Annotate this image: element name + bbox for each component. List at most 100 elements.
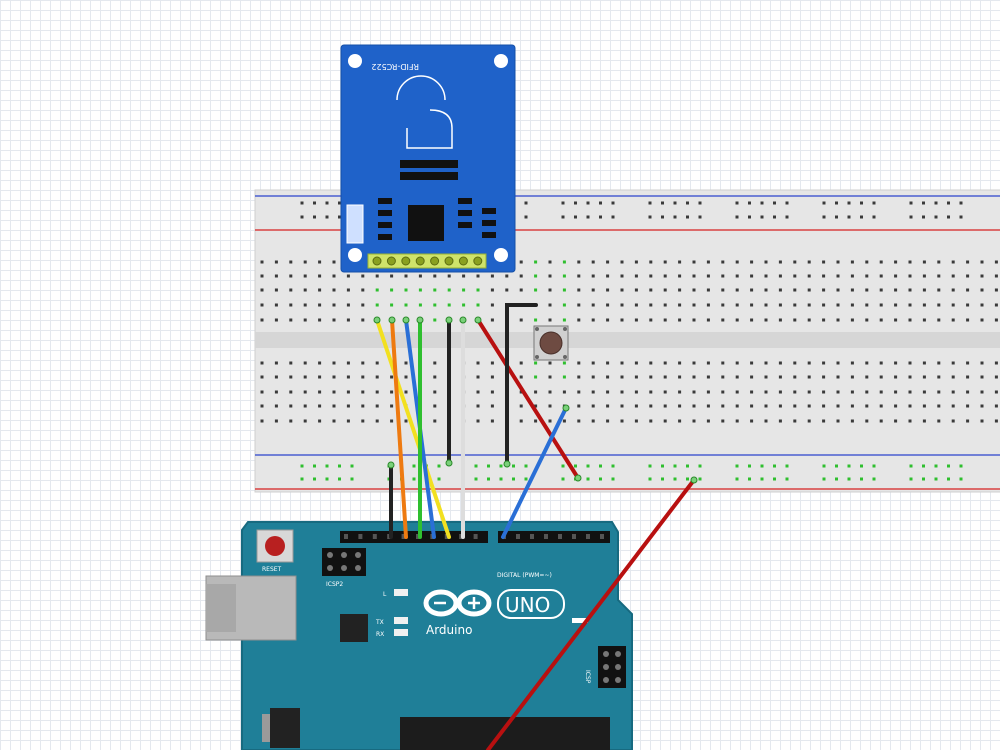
breadboard-hole: [260, 260, 264, 264]
breadboard-hole: [678, 274, 682, 278]
breadboard-hole: [577, 390, 581, 394]
rail-hole: [313, 215, 316, 219]
breadboard-hole: [274, 390, 278, 394]
breadboard-hole: [390, 375, 394, 379]
breadboard-hole: [735, 375, 739, 379]
wires: [375, 303, 696, 750]
wire-blue-button[interactable]: [501, 406, 568, 539]
wire-red-power[interactable]: [486, 478, 696, 750]
breadboard-hole: [750, 375, 754, 379]
breadboard-hole: [951, 390, 955, 394]
breadboard-hole: [462, 303, 466, 307]
breadboard-hole: [390, 303, 394, 307]
breadboard-hole: [289, 288, 293, 292]
icsp2-pin: [327, 565, 333, 571]
rail-hole: [673, 464, 677, 468]
wire-orange-sck[interactable]: [390, 318, 408, 539]
breadboard-hole: [534, 318, 538, 322]
wire-yellow-sda[interactable]: [375, 318, 451, 539]
breadboard-hole: [850, 260, 854, 264]
usb-chip: [340, 614, 368, 642]
breadboard-hole: [289, 375, 293, 379]
breadboard-hole: [879, 419, 883, 423]
breadboard-hole: [634, 419, 638, 423]
rail-hole: [524, 201, 528, 205]
breadboard-hole: [663, 303, 667, 307]
breadboard-hole: [735, 288, 739, 292]
rail-hole: [474, 464, 478, 468]
breadboard-hole: [951, 375, 955, 379]
breadboard-center-channel: [255, 332, 1000, 348]
rail-hole: [785, 477, 789, 481]
breadboard-hole: [289, 390, 293, 394]
breadboard-hole: [634, 303, 638, 307]
breadboard-hole: [678, 404, 682, 408]
breadboard-hole: [807, 404, 811, 408]
breadboard-hole: [649, 375, 653, 379]
rail-hole: [922, 464, 925, 468]
breadboard-hole: [375, 390, 379, 394]
reset-button-cap[interactable]: [265, 536, 285, 556]
breadboard-hole: [318, 375, 322, 379]
breadboard-hole: [577, 375, 581, 379]
breadboard-hole: [764, 260, 768, 264]
breadboard-hole: [879, 288, 883, 292]
rail-hole: [735, 215, 739, 219]
breadboard-hole: [361, 419, 365, 423]
rail-hole: [574, 215, 577, 219]
push-button[interactable]: [533, 325, 569, 361]
breadboard-hole: [375, 303, 379, 307]
breadboard-hole: [822, 260, 826, 264]
breadboard-hole: [490, 419, 494, 423]
breadboard-hole: [922, 260, 926, 264]
breadboard-hole: [649, 303, 653, 307]
breadboard-hole: [361, 274, 365, 278]
breadboard-hole: [519, 260, 523, 264]
breadboard-hole: [606, 274, 610, 278]
rail-hole: [412, 464, 416, 468]
breadboard-hole: [793, 260, 797, 264]
rfid-header-pin: [401, 256, 411, 266]
breadboard-hole: [721, 404, 725, 408]
breadboard-hole: [274, 274, 278, 278]
breadboard-hole: [274, 303, 278, 307]
rail-hole: [847, 464, 851, 468]
breadboard-hole: [303, 419, 307, 423]
breadboard-hole: [303, 274, 307, 278]
icsp-pin: [603, 651, 609, 657]
breadboard-hole: [476, 404, 480, 408]
icsp2-pin: [355, 565, 361, 571]
rail-hole: [773, 201, 776, 205]
rail-hole: [872, 477, 876, 481]
breadboard-hole: [260, 303, 264, 307]
breadboard-hole: [591, 274, 595, 278]
breadboard-hole: [663, 375, 667, 379]
rail-hole: [673, 215, 677, 219]
breadboard-hole: [361, 361, 365, 365]
breadboard-hole: [332, 260, 336, 264]
wire-red-3v3[interactable]: [476, 318, 580, 480]
rail-hole: [686, 201, 689, 205]
breadboard-hole: [951, 361, 955, 365]
digital-header-right: [498, 531, 610, 543]
rail-hole: [860, 464, 863, 468]
breadboard-hole: [894, 390, 898, 394]
breadboard-hole: [778, 404, 782, 408]
breadboard-hole: [606, 361, 610, 365]
breadboard-hole: [937, 260, 941, 264]
breadboard-hole: [836, 390, 840, 394]
breadboard-hole: [678, 318, 682, 322]
breadboard-hole: [318, 303, 322, 307]
breadboard-hole: [332, 274, 336, 278]
breadboard-hole: [562, 419, 566, 423]
breadboard-hole: [476, 375, 480, 379]
breadboard-hole: [649, 274, 653, 278]
breadboard-hole: [850, 318, 854, 322]
breadboard-hole: [721, 318, 725, 322]
rail-hole: [835, 464, 838, 468]
breadboard-hole: [966, 375, 970, 379]
wire-black-button-gnd[interactable]: [505, 303, 538, 466]
breadboard-hole: [937, 375, 941, 379]
breadboard-hole: [750, 274, 754, 278]
breadboard-hole: [620, 318, 624, 322]
